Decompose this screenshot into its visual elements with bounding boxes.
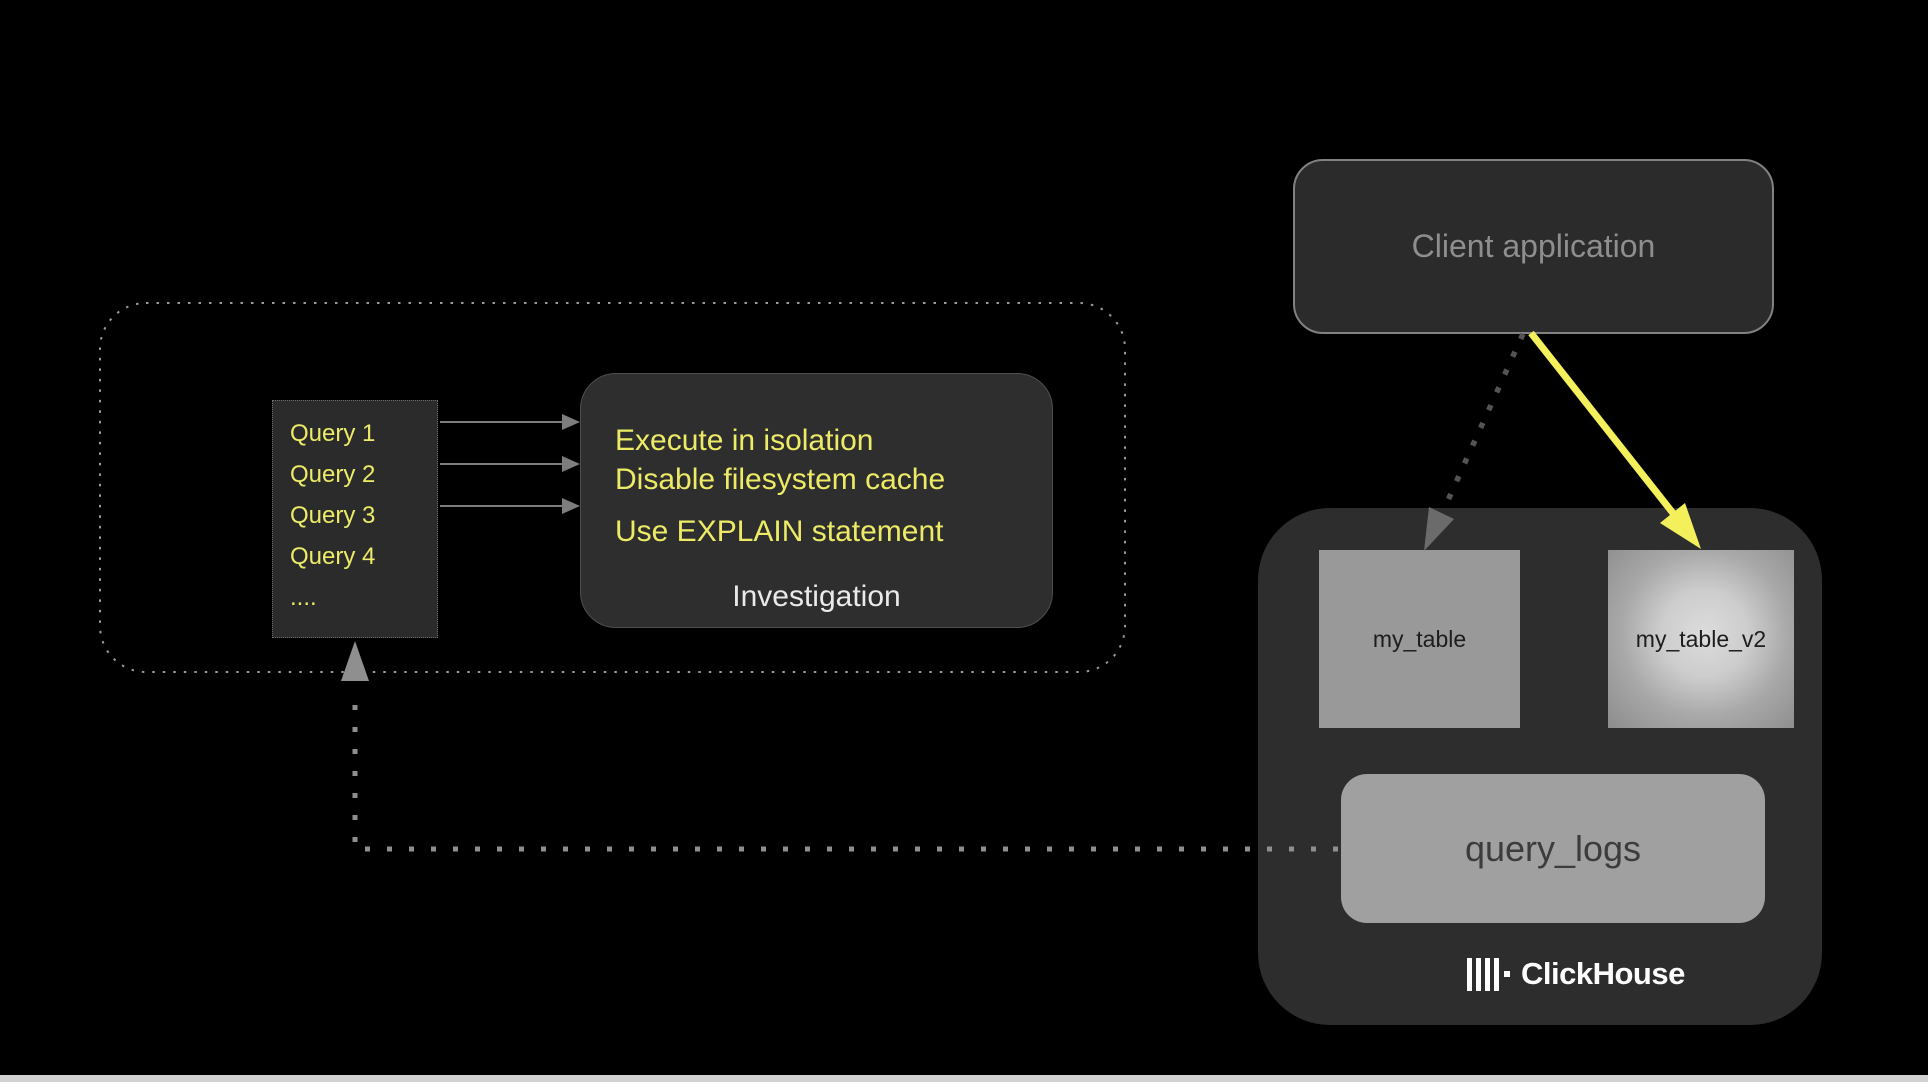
client-application-label: Client application bbox=[1411, 228, 1656, 264]
my-table-v2-label: my_table_v2 bbox=[1635, 625, 1767, 652]
query-arrow-1 bbox=[440, 414, 580, 430]
clickhouse-server-node: my_table my_table_v2 query_logs ClickHou… bbox=[1258, 508, 1822, 1025]
my-table-node: my_table bbox=[1319, 550, 1520, 728]
query-list-item: Query 3 bbox=[290, 502, 376, 529]
my-table-label: my_table bbox=[1372, 625, 1467, 652]
clickhouse-wordmark: ClickHouse bbox=[1521, 956, 1685, 991]
query-list-item: Query 4 bbox=[290, 543, 376, 570]
clickhouse-logo: ClickHouse bbox=[1467, 954, 1685, 994]
client-application-node: Client application bbox=[1293, 159, 1774, 334]
query-list-panel: Query 1 Query 2 Query 3 Query 4.... bbox=[272, 400, 438, 638]
query-list-item: Query 2 bbox=[290, 461, 376, 488]
query-list-item: Query 1 bbox=[290, 420, 376, 447]
investigation-tip: Disable filesystem cache bbox=[615, 463, 946, 496]
query-logs-node: query_logs bbox=[1341, 774, 1765, 923]
investigation-title: Investigation bbox=[732, 580, 901, 613]
query-arrow-2 bbox=[440, 456, 580, 472]
investigation-tips: Execute in isolation Disable filesystem … bbox=[615, 421, 945, 551]
investigation-tip: Execute in isolation bbox=[615, 424, 874, 457]
my-table-v2-node: my_table_v2 bbox=[1608, 550, 1794, 728]
investigation-panel: Execute in isolation Disable filesystem … bbox=[580, 373, 1053, 628]
clickhouse-bars-icon bbox=[1467, 957, 1510, 991]
investigation-tip: Use EXPLAIN statement bbox=[615, 515, 944, 548]
query-list-item: .... bbox=[290, 584, 317, 611]
querylogs-to-querylist-dotted-arrow bbox=[341, 641, 1338, 852]
query-arrow-3 bbox=[440, 498, 580, 514]
bottom-edge-strip bbox=[0, 1075, 1928, 1082]
query-logs-label: query_logs bbox=[1464, 827, 1642, 869]
